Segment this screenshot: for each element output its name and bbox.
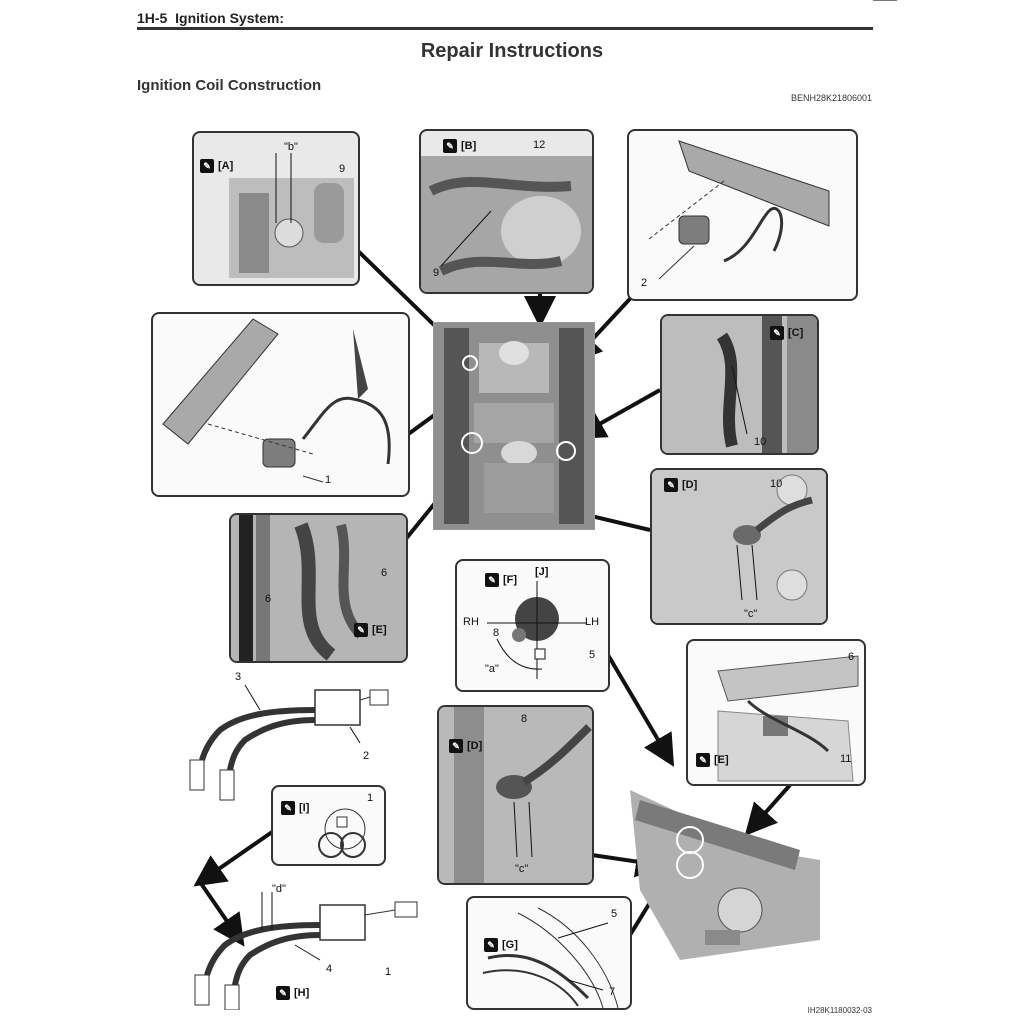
part-5-label-f: 5 <box>589 649 596 661</box>
callout-h: ✎[H] <box>276 986 309 1000</box>
page-title: Repair Instructions <box>420 40 604 62</box>
detail-panel-b: ✎[B] 12 9 <box>419 129 594 294</box>
part-12-label: 12 <box>533 139 546 151</box>
dim-b-label: "b" <box>284 141 298 153</box>
side-lh-label: LH <box>585 616 600 628</box>
callout-f: ✎[F] <box>485 573 517 587</box>
part-5-label-g: 5 <box>611 908 618 920</box>
callout-d-bottom: ✎[D] <box>449 739 482 753</box>
dim-a-label: "a" <box>485 663 499 675</box>
callout-e-right: ✎[E] <box>696 753 729 767</box>
detail-panel-f-j: ✎[F] [J] RH LH 8 5 "a" <box>455 559 610 692</box>
part-2-label-top: 2 <box>641 277 648 289</box>
part-1-label-coil: 1 <box>385 966 392 978</box>
ignition-coil-drawing-upper <box>189 684 389 801</box>
figure-code: IH28K1180032-03 <box>807 1006 872 1015</box>
header-rule <box>137 27 873 30</box>
engine-side-photo <box>620 770 835 965</box>
detail-panel-a: ✎[A] "b" 9 <box>192 131 360 286</box>
dim-d-label: "d" <box>272 883 286 895</box>
part-4-label: 4 <box>326 963 333 975</box>
part-9-label-b: 9 <box>433 267 440 279</box>
detail-panel-g: 5 ✎[G] 7 <box>466 896 632 1010</box>
part-6-label-e-right: 6 <box>848 651 855 663</box>
engine-overview-photo <box>433 322 595 530</box>
ignition-coil-drawing-lower <box>194 892 418 1010</box>
part-6-label-e2: 6 <box>265 593 272 605</box>
part-3-label: 3 <box>235 671 242 683</box>
part-1-label-i: 1 <box>367 792 374 804</box>
dim-c-label-right: "c" <box>744 608 758 620</box>
document-code: BENH28K21806001 <box>790 93 872 103</box>
callout-j: [J] <box>535 566 549 578</box>
part-8-label-d: 8 <box>521 713 528 725</box>
page-header: 1H-5 Ignition System: <box>137 8 873 30</box>
detail-panel-d-bottom: ✎[D] 8 "c" <box>437 705 594 885</box>
header-text: 1H-5 Ignition System: <box>137 10 285 26</box>
callout-e-left: ✎[E] <box>354 623 387 637</box>
part-7-label: 7 <box>609 986 616 998</box>
detail-panel-d-right: ✎[D] 10 "c" <box>650 468 828 625</box>
part-6-label-e1: 6 <box>381 567 388 579</box>
detail-panel-i: ✎[I] 1 <box>271 785 386 866</box>
callout-i: ✎[I] <box>281 801 309 815</box>
part-1-label-bracket: 1 <box>325 474 332 486</box>
part-9-label: 9 <box>339 163 346 175</box>
callout-b: ✎[B] <box>443 139 476 153</box>
detail-panel-coil-mount: 2 <box>627 129 858 301</box>
part-8-label-f: 8 <box>493 627 500 639</box>
part-11-label: 11 <box>840 753 852 765</box>
section-title: Ignition Coil Construction <box>137 77 322 94</box>
dim-c-label-bottom: "c" <box>515 863 529 875</box>
part-10-label-c: 10 <box>754 436 767 448</box>
side-rh-label: RH <box>463 616 479 628</box>
detail-panel-e-left: 6 6 ✎[E] <box>229 513 408 663</box>
callout-c: ✎[C] <box>770 326 803 340</box>
detail-panel-coil-bracket: 1 <box>151 312 410 497</box>
top-border-line <box>873 0 897 1</box>
part-2-label-coil: 2 <box>363 750 370 762</box>
callout-g: ✎[G] <box>484 938 518 952</box>
detail-panel-c: ✎[C] 10 <box>660 314 819 455</box>
callout-d-right: ✎[D] <box>664 478 697 492</box>
detail-panel-e-right: 6 ✎[E] 11 <box>686 639 866 786</box>
part-10-label-d: 10 <box>770 478 783 490</box>
callout-a: ✎[A] <box>200 159 233 173</box>
